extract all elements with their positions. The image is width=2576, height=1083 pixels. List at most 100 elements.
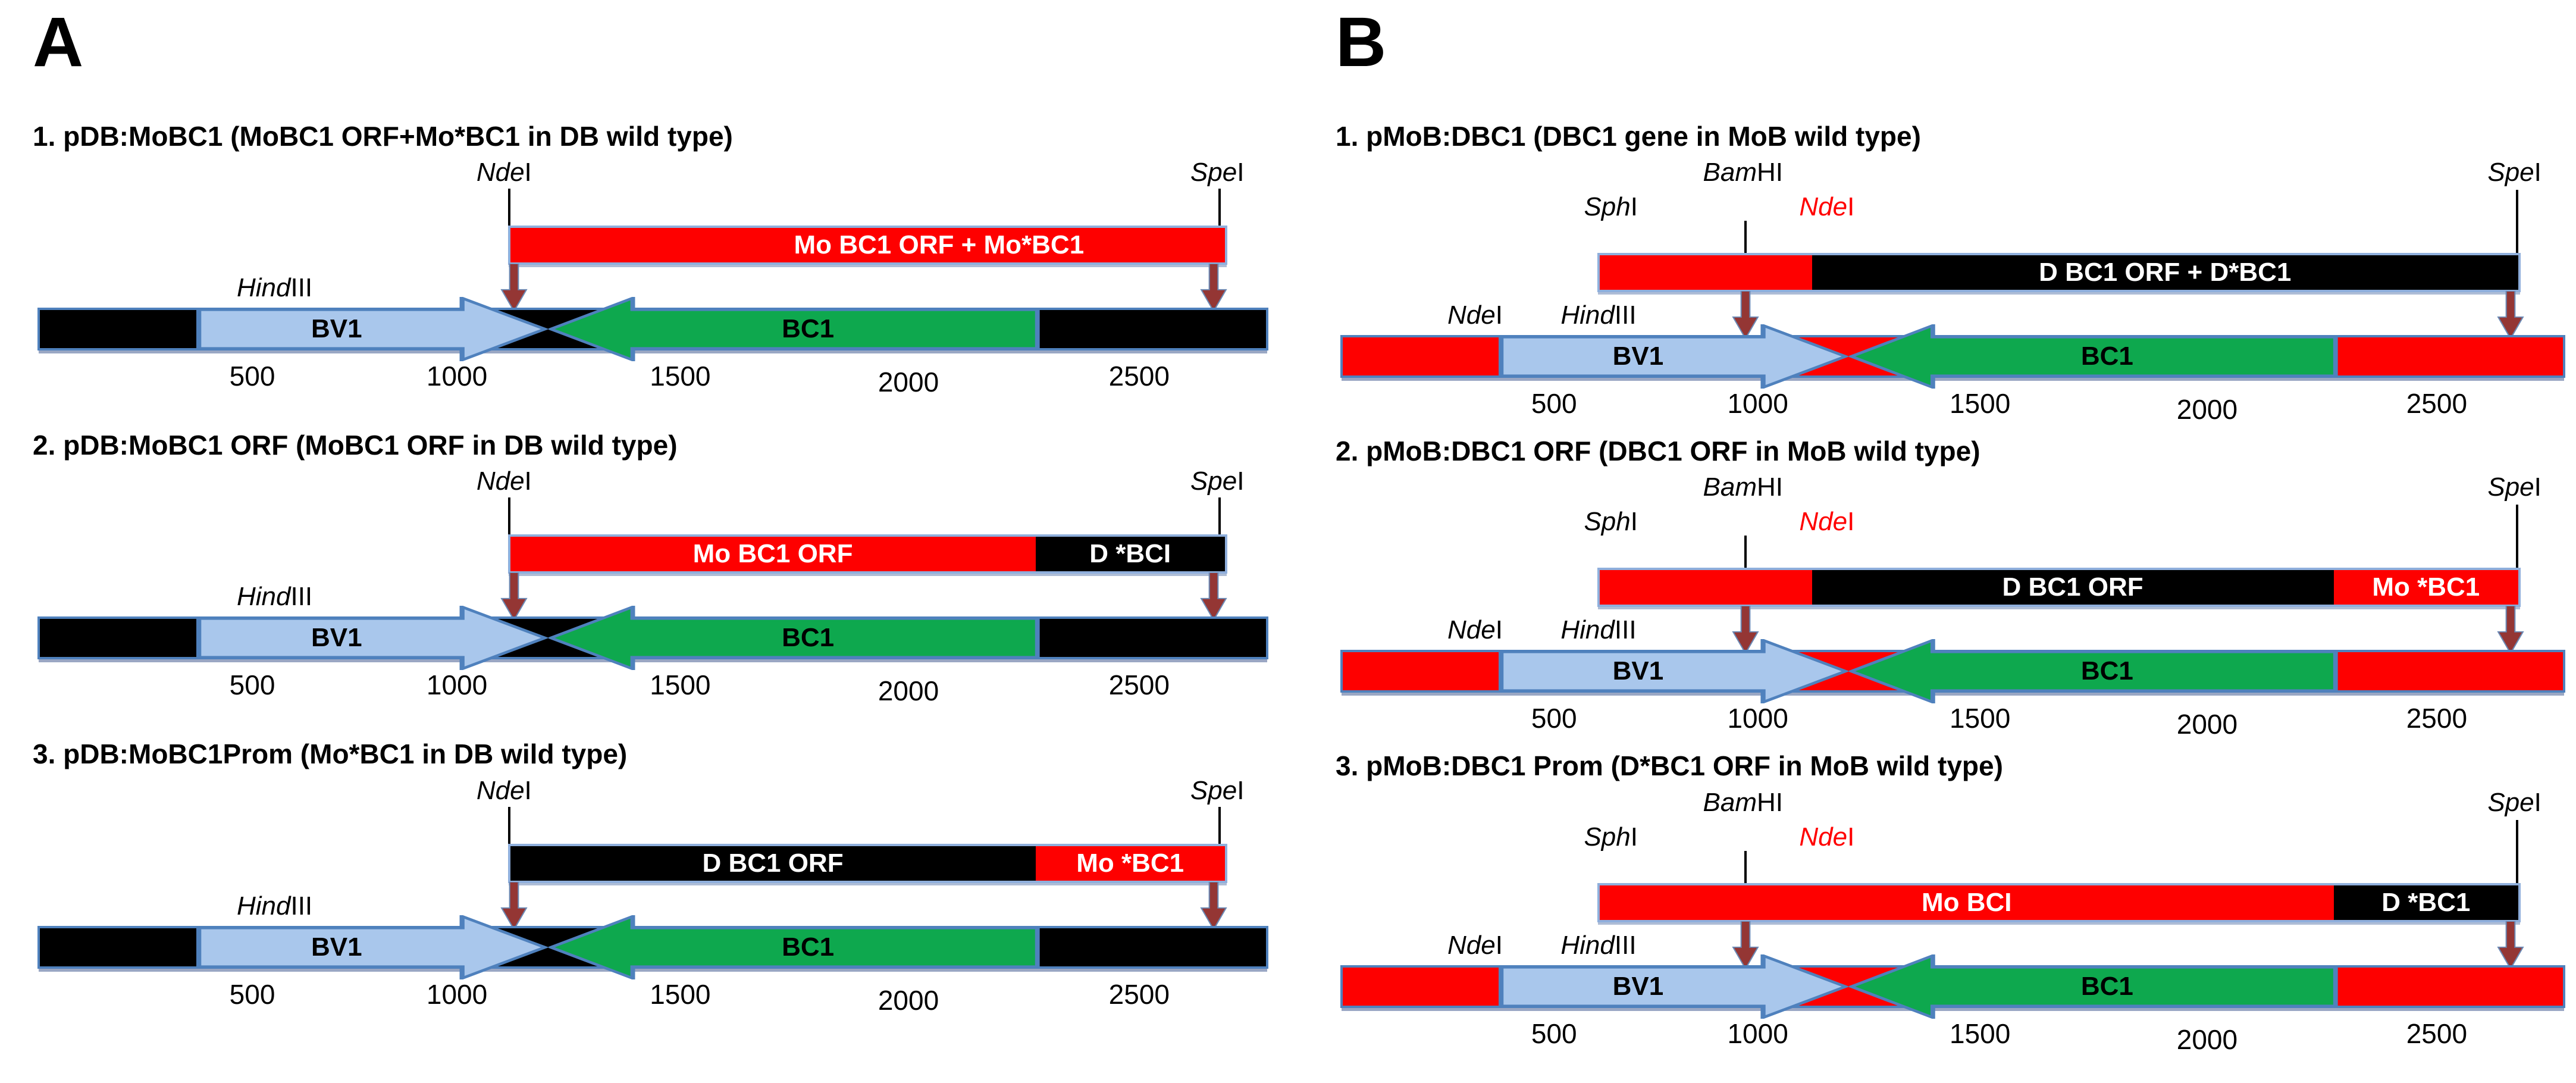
BC1-gene-arrow-icon <box>1849 954 2338 1019</box>
scale-tick-label: 1000 <box>1727 1018 1788 1049</box>
restriction-site-HindIII-label: HindIII <box>1560 301 1637 330</box>
insert-segment-red: Mo BC1 ORF + Mo*BC1 <box>510 228 1225 263</box>
integration-arrow-icon <box>1200 572 1227 621</box>
site-tick <box>1744 850 1747 883</box>
site-tick <box>1744 221 1747 253</box>
BV1-label: BV1 <box>1612 342 1664 371</box>
BC1-label: BC1 <box>2080 656 2133 686</box>
site-tick <box>507 497 510 535</box>
BC1-gene-arrow-icon <box>549 297 1041 362</box>
BV1-label: BV1 <box>311 314 362 344</box>
scale-tick-label: 2000 <box>2176 709 2238 740</box>
integration-arrow-icon <box>500 572 528 621</box>
BV1-gene-arrow-icon <box>196 606 549 671</box>
integration-arrow-icon <box>500 264 528 312</box>
scale-tick-label: 2000 <box>878 675 939 707</box>
scale-tick-label: 2500 <box>1108 978 1170 1010</box>
construct-pMoB-DBC1-ORF: 2. pMoB:DBC1 ORF (DBC1 ORF in MoB wild t… <box>1336 435 2570 740</box>
restriction-site-SphI-label: SphI <box>1584 822 1638 852</box>
BC1-label: BC1 <box>782 314 835 344</box>
restriction-site-HindIII-label: HindIII <box>1560 615 1637 645</box>
scale-tick-label: 500 <box>229 361 275 392</box>
construct-title: 1. pMoB:DBC1 (DBC1 gene in MoB wild type… <box>1336 121 1921 152</box>
panel-A: A 1. pDB:MoBC1 (MoBC1 ORF+Mo*BC1 in DB w… <box>33 7 1273 1047</box>
restriction-site-NdeI-label: NdeI <box>1447 301 1503 330</box>
site-tick <box>1218 806 1221 844</box>
scale-tick-label: 2500 <box>1108 361 1170 392</box>
construct-pMoB-DBC1-Prom: 3. pMoB:DBC1 Prom (D*BC1 ORF in MoB wild… <box>1336 750 2570 1055</box>
insert-bar: D BC1 ORF Mo *BC1 <box>507 843 1227 883</box>
integration-arrow-icon <box>1732 921 1759 969</box>
BC1-gene-arrow-icon <box>549 606 1041 671</box>
scale-tick-label: 1500 <box>1949 388 2011 420</box>
insert-segment-black: D *BC1 <box>2333 885 2518 920</box>
scale-tick-label: 500 <box>1531 703 1577 734</box>
construct-pDB-MoBC1Prom: 3. pDB:MoBC1Prom (Mo*BC1 in DB wild type… <box>33 738 1273 1016</box>
restriction-site-SpeI-label: SpeI <box>2487 158 2541 187</box>
restriction-site-HindIII-label: HindIII <box>236 582 313 612</box>
construct-title: 3. pMoB:DBC1 Prom (D*BC1 ORF in MoB wild… <box>1336 750 2003 782</box>
construct-diagram: BamHI SpeI SphI NdeI D BC1 ORF Mo *BC1 B… <box>1336 474 2570 740</box>
BV1-label: BV1 <box>1612 971 1664 1001</box>
integration-arrow-icon <box>500 881 528 929</box>
construct-diagram: NdeI SpeI D BC1 ORF Mo *BC1 BV1 BC1 Hind… <box>33 777 1273 1016</box>
integration-arrow-icon <box>1200 264 1227 312</box>
scale-tick-label: 2500 <box>2406 388 2468 420</box>
scale-tick-label: 2000 <box>878 367 939 398</box>
BV1-gene-arrow-icon <box>1498 639 1850 704</box>
BV1-label: BV1 <box>1612 656 1664 686</box>
BC1-gene-arrow-icon <box>1849 639 2338 704</box>
integration-arrow-icon <box>1732 291 1759 339</box>
restriction-site-NdeI-label-red: NdeI <box>1799 507 1855 537</box>
restriction-site-BamHI-label: BamHI <box>1703 787 1783 817</box>
BC1-label: BC1 <box>782 623 835 653</box>
insert-segment-black: D BC1 ORF + D*BC1 <box>1812 255 2518 290</box>
BC1-label: BC1 <box>2080 971 2133 1001</box>
scale-tick-label: 500 <box>1531 388 1577 420</box>
insert-segment-black: D *BCI <box>1035 537 1225 572</box>
integration-arrow-icon <box>1732 606 1759 654</box>
BV1-gene-arrow-icon <box>196 915 549 979</box>
restriction-site-SphI-label: SphI <box>1584 192 1638 222</box>
BV1-gene-arrow-icon <box>1498 324 1850 389</box>
site-tick <box>507 189 510 226</box>
integration-arrow-icon <box>2497 606 2525 654</box>
integration-arrow-icon <box>2497 921 2525 969</box>
scale-tick-label: 500 <box>229 978 275 1010</box>
BV1-gene-arrow-icon <box>1498 954 1850 1019</box>
BV1-label: BV1 <box>311 932 362 962</box>
construct-pDB-MoBC1: 1. pDB:MoBC1 (MoBC1 ORF+Mo*BC1 in DB wil… <box>33 120 1273 398</box>
insert-bar: Mo BCI D *BC1 <box>1597 882 2521 922</box>
BC1-gene-arrow-icon <box>549 915 1041 979</box>
scale-tick-label: 1000 <box>1727 703 1788 734</box>
site-tick <box>1744 536 1747 568</box>
insert-bar: D BC1 ORF + D*BC1 <box>1597 253 2521 293</box>
site-tick <box>1218 189 1221 226</box>
scale-tick-label: 1500 <box>650 361 711 392</box>
insert-bar: Mo BC1 ORF + Mo*BC1 <box>507 226 1227 265</box>
restriction-site-NdeI-label: NdeI <box>1447 615 1503 645</box>
BC1-label: BC1 <box>2080 342 2133 371</box>
insert-segment-red: Mo *BC1 <box>1035 846 1225 881</box>
insert-segment-black: D BC1 ORF <box>510 846 1036 881</box>
restriction-site-HindIII-label: HindIII <box>236 891 313 921</box>
BV1-label: BV1 <box>311 623 362 653</box>
integration-arrow-icon <box>1200 881 1227 929</box>
restriction-site-NdeI-label: NdeI <box>476 158 532 187</box>
insert-segment-red: Mo BC1 ORF <box>510 537 1036 572</box>
construct-title: 1. pDB:MoBC1 (MoBC1 ORF+Mo*BC1 in DB wil… <box>33 121 733 152</box>
panel-A-letter: A <box>33 3 84 82</box>
scale-tick-label: 1500 <box>650 669 711 701</box>
scale-tick-label: 1000 <box>426 361 488 392</box>
insert-segment-red: Mo BCI <box>1599 885 2334 920</box>
panel-B: B 1. pMoB:DBC1 (DBC1 gene in MoB wild ty… <box>1336 7 2570 1065</box>
restriction-site-SpeI-label: SpeI <box>1190 158 1245 187</box>
scale-tick-label: 1500 <box>1949 1018 2011 1049</box>
insert-segment-red <box>1599 570 1812 605</box>
scale-tick-label: 2500 <box>2406 703 2468 734</box>
insert-bar: Mo BC1 ORF D *BCI <box>507 534 1227 574</box>
scale-tick-label: 1000 <box>1727 388 1788 420</box>
BC1-label: BC1 <box>782 932 835 962</box>
scale-tick-label: 2000 <box>878 984 939 1016</box>
